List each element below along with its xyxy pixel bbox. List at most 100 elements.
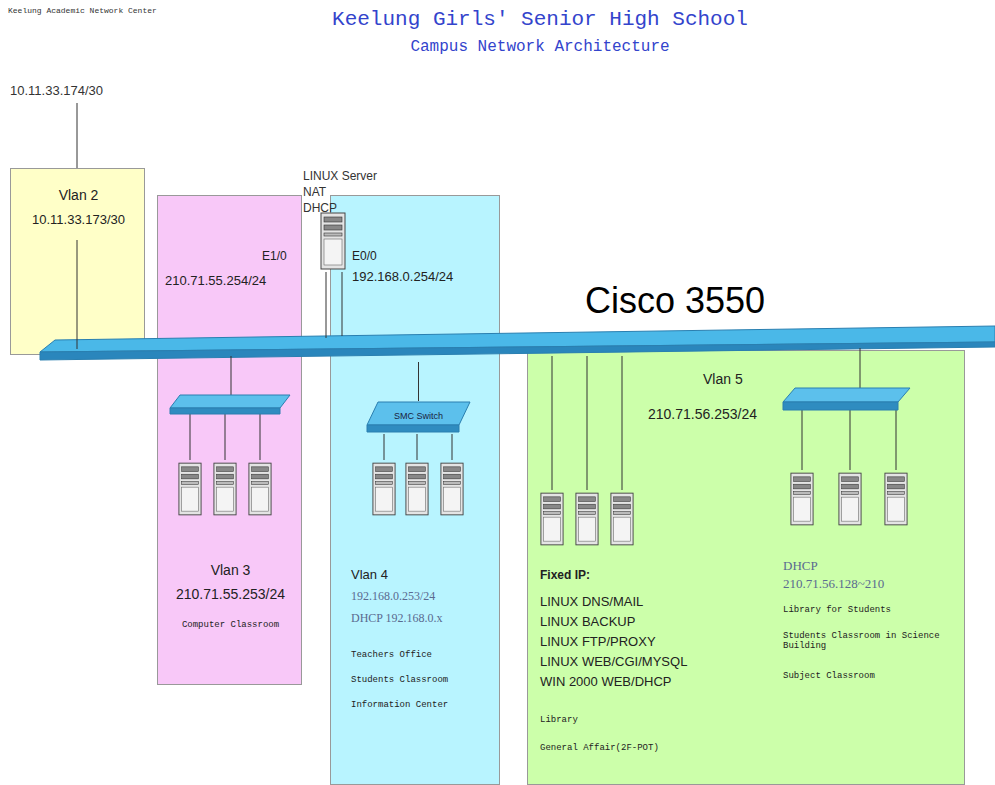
node-text: DHCP 192.168.0.x xyxy=(351,612,496,626)
node-text: 10.11.33.173/30 xyxy=(11,213,146,228)
node-text: Subject Classroom xyxy=(783,671,958,681)
text-slot: DHCP xyxy=(783,559,953,574)
text-slot: LINUX FTP/PROXY xyxy=(540,635,760,650)
server-icon xyxy=(406,463,428,515)
server-icon xyxy=(839,473,861,525)
text-slot: Students Classroom xyxy=(351,675,496,685)
uplink-wire xyxy=(77,103,78,168)
text-slot: Teachers Office xyxy=(351,650,496,660)
node-text: 192.168.0.253/24 xyxy=(351,590,496,604)
node-text: Vlan 2 xyxy=(11,187,146,203)
host-wire xyxy=(190,414,191,460)
label-text: 10.11.33.174/30 xyxy=(10,84,150,99)
switch-top xyxy=(367,402,470,425)
server-icon xyxy=(249,463,271,515)
text-slot: LINUX DNS/MAIL xyxy=(540,595,760,610)
host-wire xyxy=(802,410,803,470)
text-slot: Vlan 2 xyxy=(11,187,146,203)
host-wire xyxy=(417,434,418,460)
node-text: Teachers Office xyxy=(351,650,496,660)
switch-front xyxy=(367,425,459,432)
label-text: E0/0 xyxy=(352,250,412,264)
switch-wire xyxy=(231,356,232,395)
vlan-zone: Vlan 3 210.71.55.253/24Computer Classroom xyxy=(157,195,302,685)
text-slot: Library for Students xyxy=(783,605,958,615)
title-slot: Keelung Girls' Senior High School xyxy=(240,8,840,32)
label-text: 210.71.55.254/24 xyxy=(165,274,305,289)
host-wire xyxy=(850,410,851,470)
node-text: Cisco 3550 xyxy=(585,280,915,321)
switch-top xyxy=(783,388,910,402)
label-text: NAT xyxy=(303,186,383,200)
text-slot: Students Classroom in Science Building xyxy=(783,631,948,652)
node-text: DHCP xyxy=(783,559,953,574)
label-text: Campus Network Architecture xyxy=(290,38,790,56)
label-text: Keelung Academic Network Center xyxy=(8,6,158,15)
text-slot: Computer Classroom xyxy=(158,620,303,630)
server-icon xyxy=(441,463,463,515)
server-wire xyxy=(622,356,623,490)
node-text: Information Center xyxy=(351,700,496,710)
network-link xyxy=(418,362,419,401)
node-text: Vlan 4 xyxy=(351,568,491,583)
node-text: Students Classroom xyxy=(351,675,496,685)
uplink-wire xyxy=(77,240,78,349)
server-icon xyxy=(885,473,907,525)
node-text: 210.71.55.253/24 xyxy=(158,586,303,602)
server-wire xyxy=(552,356,553,490)
label-text: LINUX Server xyxy=(303,170,413,184)
node-text: Vlan 5 xyxy=(703,371,823,387)
text-slot: 210.71.56.128~210 xyxy=(783,577,953,592)
text-slot: Vlan 3 xyxy=(158,562,303,578)
label-slot: E1/0 xyxy=(262,250,312,264)
label-text: 192.168.0.254/24 xyxy=(352,270,492,285)
node-text: Fixed IP: xyxy=(540,569,740,583)
node-text: General Affair(2F-POT) xyxy=(540,743,740,753)
label-slot: 210.71.55.254/24 xyxy=(165,274,305,289)
node-text: LINUX FTP/PROXY xyxy=(540,635,760,650)
text-slot: Vlan 4 xyxy=(351,568,491,583)
text-slot: Vlan 5 xyxy=(703,371,823,387)
text-slot: Subject Classroom xyxy=(783,671,958,681)
host-wire xyxy=(384,434,385,460)
node-text: Vlan 3 xyxy=(158,562,303,578)
server-icon xyxy=(321,213,345,269)
text-slot: Cisco 3550 xyxy=(585,280,915,321)
node-text: LINUX DNS/MAIL xyxy=(540,595,760,610)
core-switch: Cisco 3550 xyxy=(40,280,995,362)
server-wire xyxy=(326,272,327,338)
text-slot: 210.71.55.253/24 xyxy=(158,586,303,602)
text-slot: 210.71.56.253/24 xyxy=(648,406,780,422)
node-text: 210.71.56.253/24 xyxy=(648,406,780,422)
server-icon xyxy=(373,463,395,515)
switch-symbol xyxy=(783,388,910,410)
node-text: Students Classroom in Science Building xyxy=(783,631,948,652)
label-slot: E0/0 xyxy=(352,250,412,264)
server-wire xyxy=(587,356,588,490)
text-slot: Library xyxy=(540,715,740,725)
switch-symbol xyxy=(170,395,290,414)
node-text: Computer Classroom xyxy=(158,620,303,630)
text-slot: WIN 2000 WEB/DHCP xyxy=(540,675,760,690)
node-text: LINUX BACKUP xyxy=(540,615,760,630)
text-slot: LINUX WEB/CGI/MYSQL xyxy=(540,655,760,670)
text-slot: 10.11.33.173/30 xyxy=(11,213,146,228)
switch-front xyxy=(170,408,280,414)
host-wire xyxy=(896,410,897,470)
text-slot: General Affair(2F-POT) xyxy=(540,743,740,753)
text-slot: LINUX BACKUP xyxy=(540,615,760,630)
label-slot: Campus Network Architecture xyxy=(290,38,790,56)
label-text: DHCP xyxy=(303,202,383,216)
server-icon xyxy=(611,493,633,545)
switch-wire xyxy=(860,348,861,388)
server-wire xyxy=(342,272,343,336)
vlan-zone: Vlan 2 10.11.33.173/30 xyxy=(10,168,145,355)
node-text: SMC Switch xyxy=(366,411,471,421)
switch-node: SMC Switch xyxy=(366,401,471,433)
server-icon xyxy=(541,493,563,545)
node-text: WIN 2000 WEB/DHCP xyxy=(540,675,760,690)
text-slot: SMC Switch xyxy=(366,411,471,421)
